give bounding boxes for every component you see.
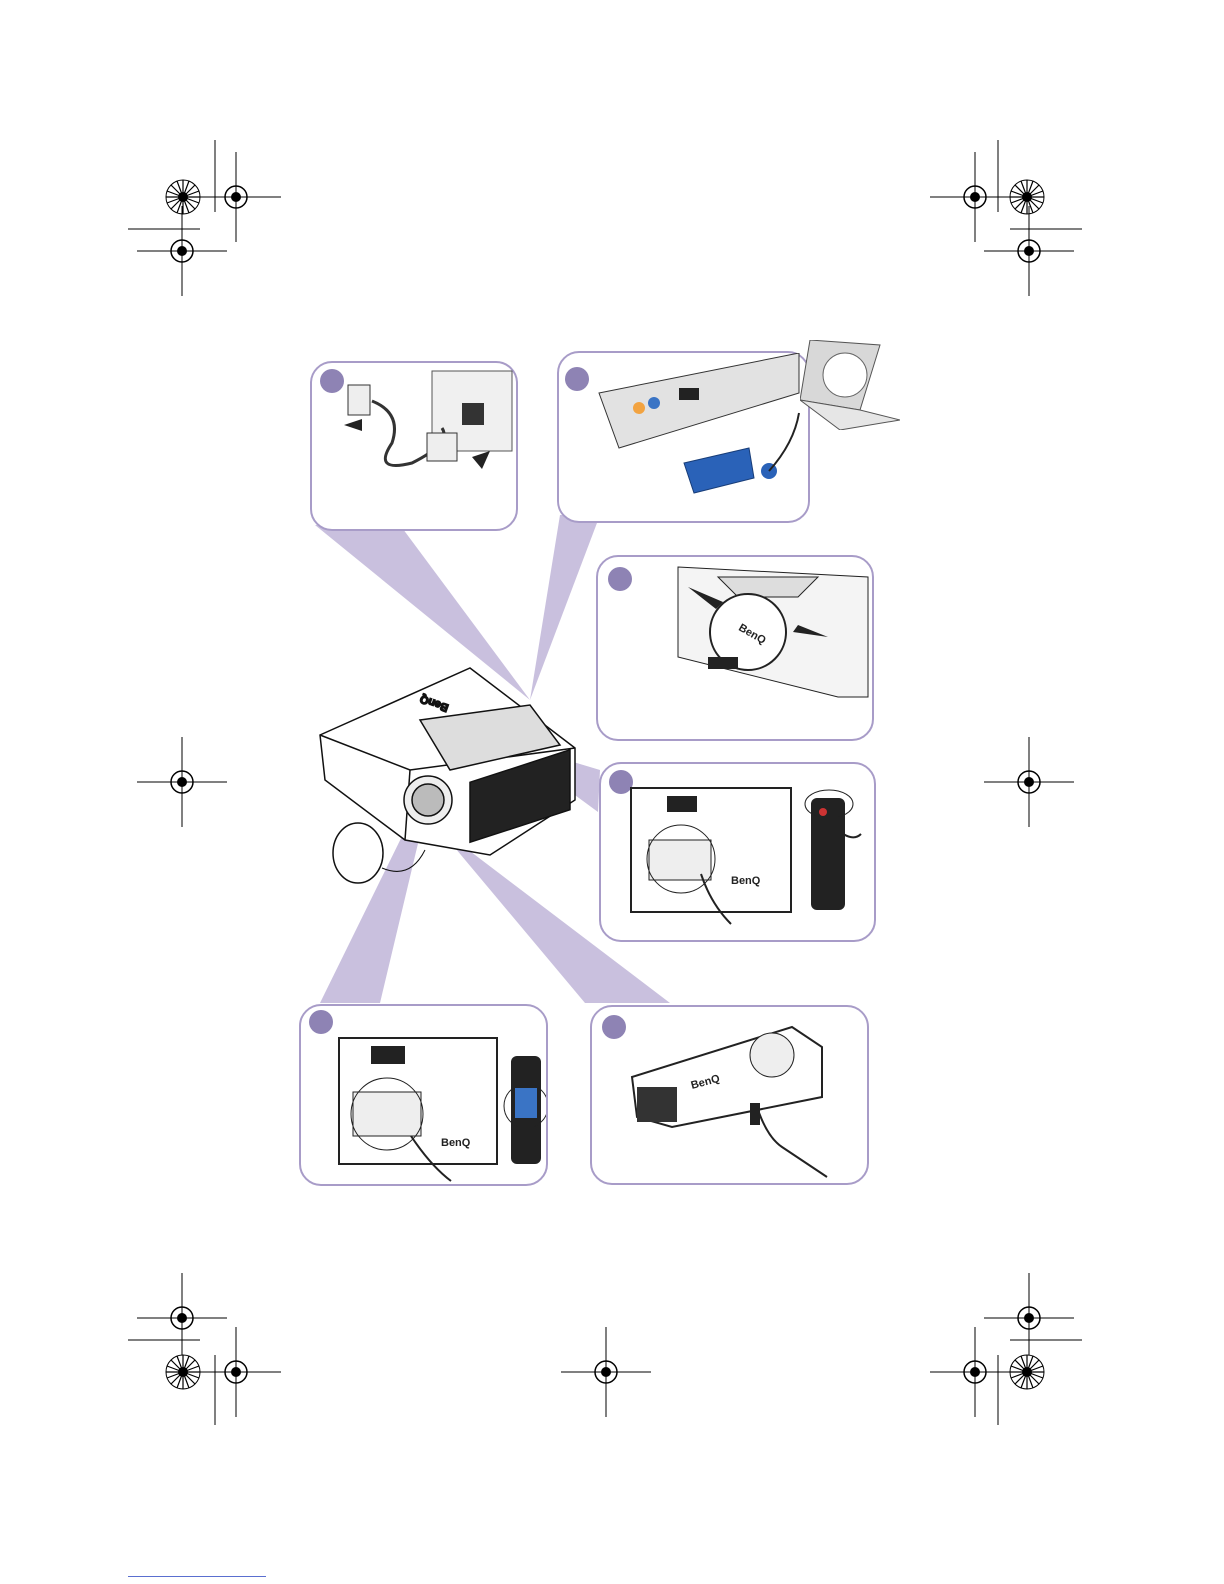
registration-mark — [984, 737, 1074, 827]
step-source-select-panel: BenQ — [299, 1004, 548, 1186]
registration-mark — [561, 1327, 651, 1417]
footer-rule — [128, 1576, 266, 1577]
registration-mark — [1010, 180, 1044, 214]
registration-mark — [137, 206, 227, 296]
vga-cable-icon — [559, 353, 808, 521]
registration-mark — [137, 1273, 227, 1363]
step-power-button-panel: BenQ — [599, 762, 876, 942]
svg-text:BenQ: BenQ — [731, 875, 761, 887]
registration-mark — [930, 1327, 1020, 1417]
step-signal-cable-panel — [557, 351, 810, 523]
adjuster-foot-icon: BenQ — [592, 1007, 867, 1183]
lens-cap-icon: BenQ — [598, 557, 872, 739]
source-button-icon: BenQ — [301, 1006, 546, 1184]
registration-mark — [191, 152, 281, 242]
registration-mark — [984, 1273, 1074, 1363]
registration-mark — [137, 737, 227, 827]
registration-mark — [984, 206, 1074, 296]
step-elevator-foot-panel: BenQ — [590, 1005, 869, 1185]
power-button-icon: BenQ — [601, 764, 874, 940]
registration-mark — [930, 152, 1020, 242]
svg-text:BenQ: BenQ — [441, 1137, 471, 1149]
step-lens-cap-panel: BenQ — [596, 555, 874, 741]
registration-mark — [191, 1327, 281, 1417]
power-plug-icon — [312, 363, 516, 529]
step-power-cord-panel — [310, 361, 518, 531]
laptop-icon — [800, 340, 900, 430]
registration-mark — [1010, 1355, 1044, 1389]
